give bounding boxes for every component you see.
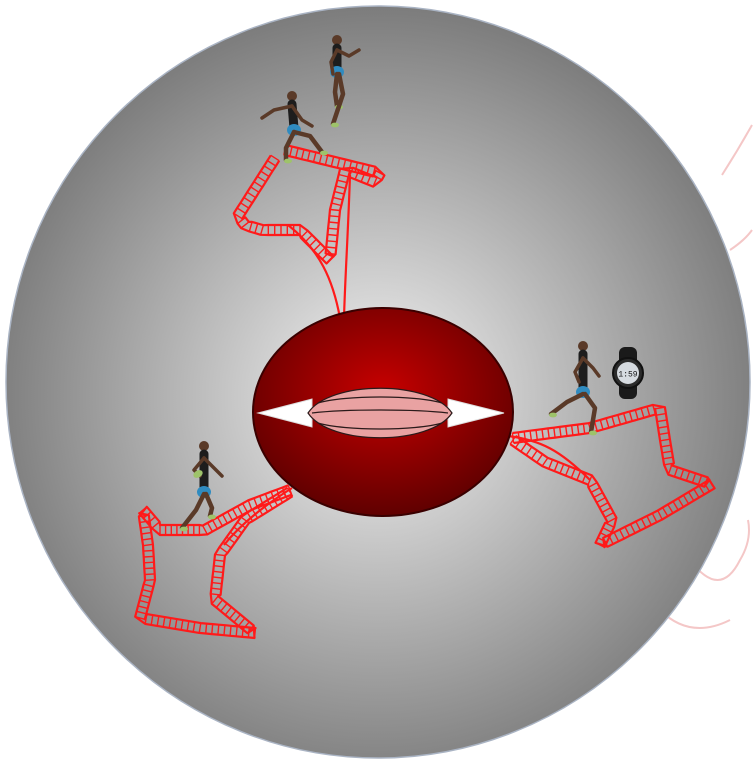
strip-bottom-left-rung <box>145 580 155 581</box>
strip-bottom-left-rung <box>143 551 153 552</box>
strip-top-rung <box>328 228 338 229</box>
strip-bottom-left-rung <box>242 627 243 637</box>
strip-top-rung <box>329 222 339 223</box>
stopwatch-display: 1:59 <box>618 371 637 380</box>
strip-bottom-left-rung <box>144 568 154 569</box>
strip-top-rung <box>328 235 338 236</box>
strip-bottom-left-rung <box>206 624 207 634</box>
strip-bottom-left-rung <box>144 556 154 557</box>
strip-bottom-left-rung <box>236 626 237 636</box>
strip-bottom-left-rung <box>230 626 231 636</box>
strip-top-rung <box>330 210 340 211</box>
muscle-core <box>253 308 513 516</box>
strip-bottom-left-rung <box>218 625 219 635</box>
strip-bottom-left-rung <box>255 628 256 638</box>
strip-top-rung <box>326 247 336 248</box>
strip-bottom-left-rung <box>224 625 225 635</box>
strip-bottom-left-rung <box>144 562 154 563</box>
strip-bottom-left-rung <box>145 574 155 575</box>
strip-top-rung <box>327 241 337 242</box>
strip-bottom-left-rung <box>212 624 213 634</box>
strip-top-rung <box>329 216 339 217</box>
strip-bottom-left-rung <box>248 628 249 638</box>
